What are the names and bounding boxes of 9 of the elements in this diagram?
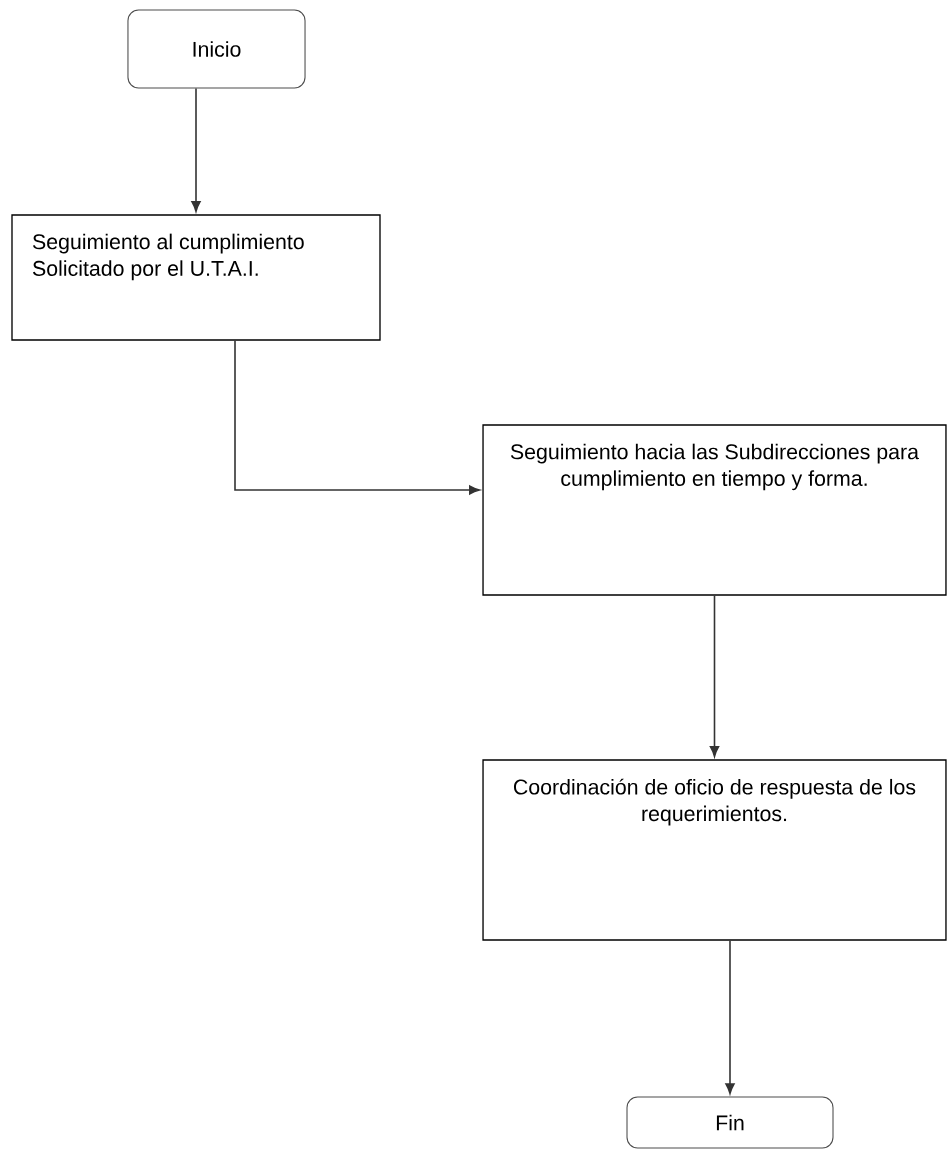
- process-box: Coordinación de oficio de respuesta de los requerimientos.: [482, 759, 947, 941]
- process-box: Seguimiento al cumplimiento Solicitado por el U.T.A.I.: [11, 214, 381, 341]
- terminal-box: Fin: [626, 1096, 834, 1149]
- arrow: [191, 87, 201, 212]
- arrow: [725, 939, 735, 1095]
- arrow: [234, 339, 481, 495]
- process-box: Seguimiento hacia las Subdirecciones para cumplimiento en tiempo y forma.: [482, 424, 947, 596]
- arrow: [709, 594, 720, 758]
- terminal-box: Inicio: [127, 9, 306, 89]
